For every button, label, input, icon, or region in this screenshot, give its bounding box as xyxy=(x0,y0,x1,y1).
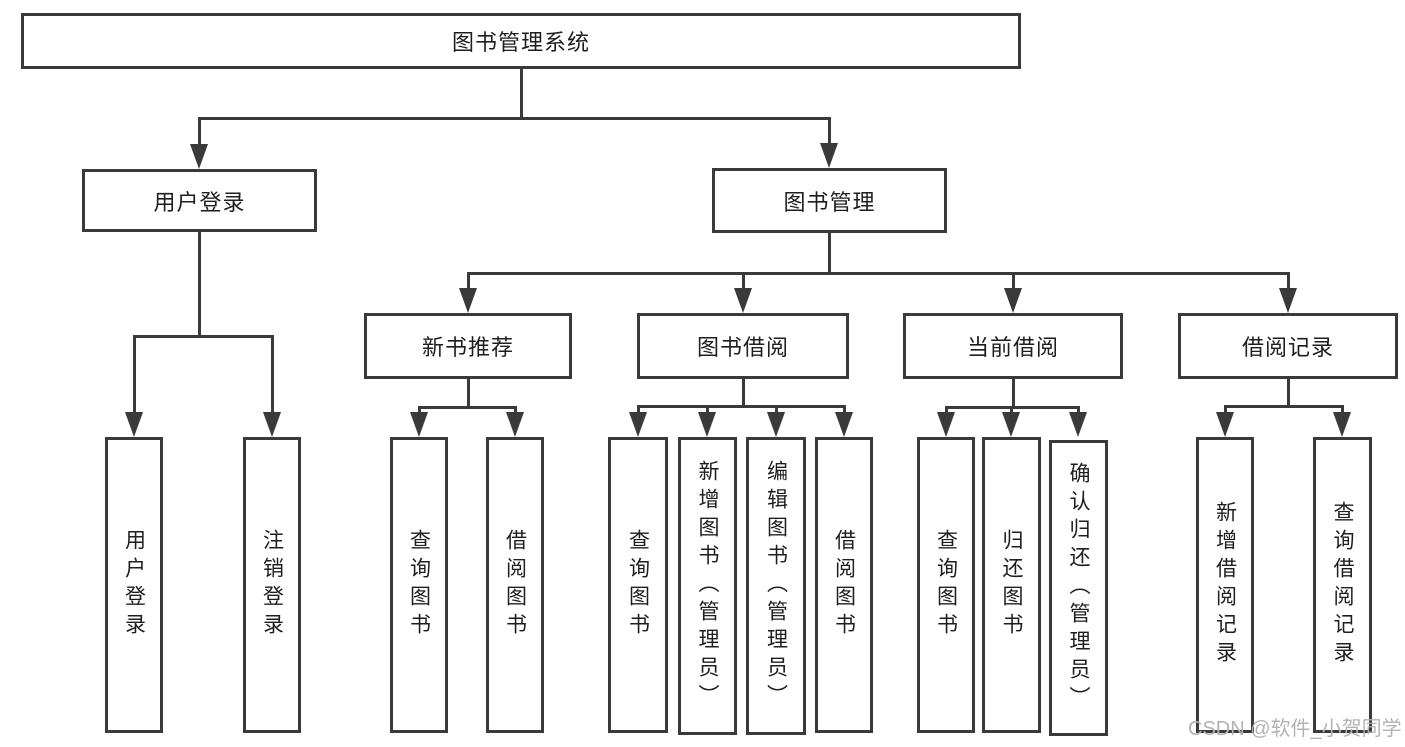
leaf-cb-confirm-return-admin: 确认归还（管理员） xyxy=(1049,440,1108,736)
connector-vline xyxy=(514,406,517,416)
connector-vline xyxy=(828,117,831,146)
connector-arrow xyxy=(629,412,647,437)
connector-arrow xyxy=(1069,412,1087,437)
connector-vline xyxy=(271,335,274,414)
connector-arrow xyxy=(835,412,853,437)
leaf-bb-borrow-books: 借阅图书 xyxy=(815,437,873,733)
connector-vline xyxy=(843,405,846,415)
connector-hline xyxy=(468,272,1289,275)
connector-vline xyxy=(198,117,201,147)
connector-vline xyxy=(1287,379,1290,407)
connector-vline xyxy=(1012,272,1015,290)
leaf-logout: 注销登录 xyxy=(243,437,301,733)
connector-vline xyxy=(742,379,745,407)
connector-vline xyxy=(198,232,201,336)
connector-arrow xyxy=(190,144,208,169)
connector-vline xyxy=(467,379,470,408)
connector-vline xyxy=(1287,272,1290,290)
connector-arrow xyxy=(1002,412,1020,437)
leaf-br-add-record: 新增借阅记录 xyxy=(1196,437,1254,733)
leaf-user-login: 用户登录 xyxy=(105,437,163,733)
connector-arrow xyxy=(698,412,716,437)
connector-vline xyxy=(637,405,640,415)
leaf-bb-edit-books-admin: 编辑图书（管理员） xyxy=(746,437,806,735)
connector-vline xyxy=(133,335,136,414)
node-new-book-recommend: 新书推荐 xyxy=(364,313,572,379)
connector-vline xyxy=(1012,379,1015,408)
node-current-borrowing: 当前借阅 xyxy=(903,313,1123,379)
connector-arrow xyxy=(125,412,143,437)
csdn-watermark: CSDN @软件_小贺同学 xyxy=(1188,718,1402,740)
connector-hline xyxy=(199,117,830,120)
connector-arrow xyxy=(820,143,838,168)
connector-arrow xyxy=(1216,412,1234,437)
connector-arrow xyxy=(506,412,524,437)
connector-vline xyxy=(828,233,831,273)
connector-hline xyxy=(419,406,516,409)
connector-arrow xyxy=(410,412,428,437)
connector-vline xyxy=(1341,405,1344,415)
node-book-management: 图书管理 xyxy=(712,168,947,233)
connector-arrow xyxy=(1279,288,1297,313)
connector-vline xyxy=(467,272,470,290)
leaf-nbr-borrow-books: 借阅图书 xyxy=(486,437,544,733)
connector-hline xyxy=(638,405,845,408)
connector-arrow xyxy=(263,412,281,437)
connector-vline xyxy=(1010,406,1013,416)
connector-vline xyxy=(1077,406,1080,416)
connector-hline xyxy=(134,335,273,338)
connector-arrow xyxy=(459,288,477,313)
connector-vline xyxy=(418,406,421,416)
connector-arrow xyxy=(734,288,752,313)
connector-arrow xyxy=(1333,412,1351,437)
connector-arrow xyxy=(1004,288,1022,313)
node-book-borrowing: 图书借阅 xyxy=(637,313,849,379)
connector-hline xyxy=(1225,405,1343,408)
node-borrow-records: 借阅记录 xyxy=(1178,313,1398,379)
connector-vline xyxy=(742,272,745,290)
leaf-nbr-query-books: 查询图书 xyxy=(390,437,448,733)
connector-vline xyxy=(1224,405,1227,415)
leaf-cb-return-books: 归还图书 xyxy=(982,437,1041,733)
leaf-br-query-record: 查询借阅记录 xyxy=(1313,437,1372,733)
node-library-management-system: 图书管理系统 xyxy=(21,13,1021,69)
connector-vline xyxy=(945,406,948,416)
connector-vline xyxy=(520,69,523,118)
connector-arrow xyxy=(767,412,785,437)
connector-vline xyxy=(775,405,778,415)
leaf-bb-add-books-admin: 新增图书（管理员） xyxy=(678,437,737,735)
connector-vline xyxy=(706,405,709,415)
node-user-login: 用户登录 xyxy=(82,169,317,232)
leaf-bb-query-books: 查询图书 xyxy=(608,437,668,733)
connector-arrow xyxy=(937,412,955,437)
leaf-cb-query-books: 查询图书 xyxy=(917,437,975,733)
